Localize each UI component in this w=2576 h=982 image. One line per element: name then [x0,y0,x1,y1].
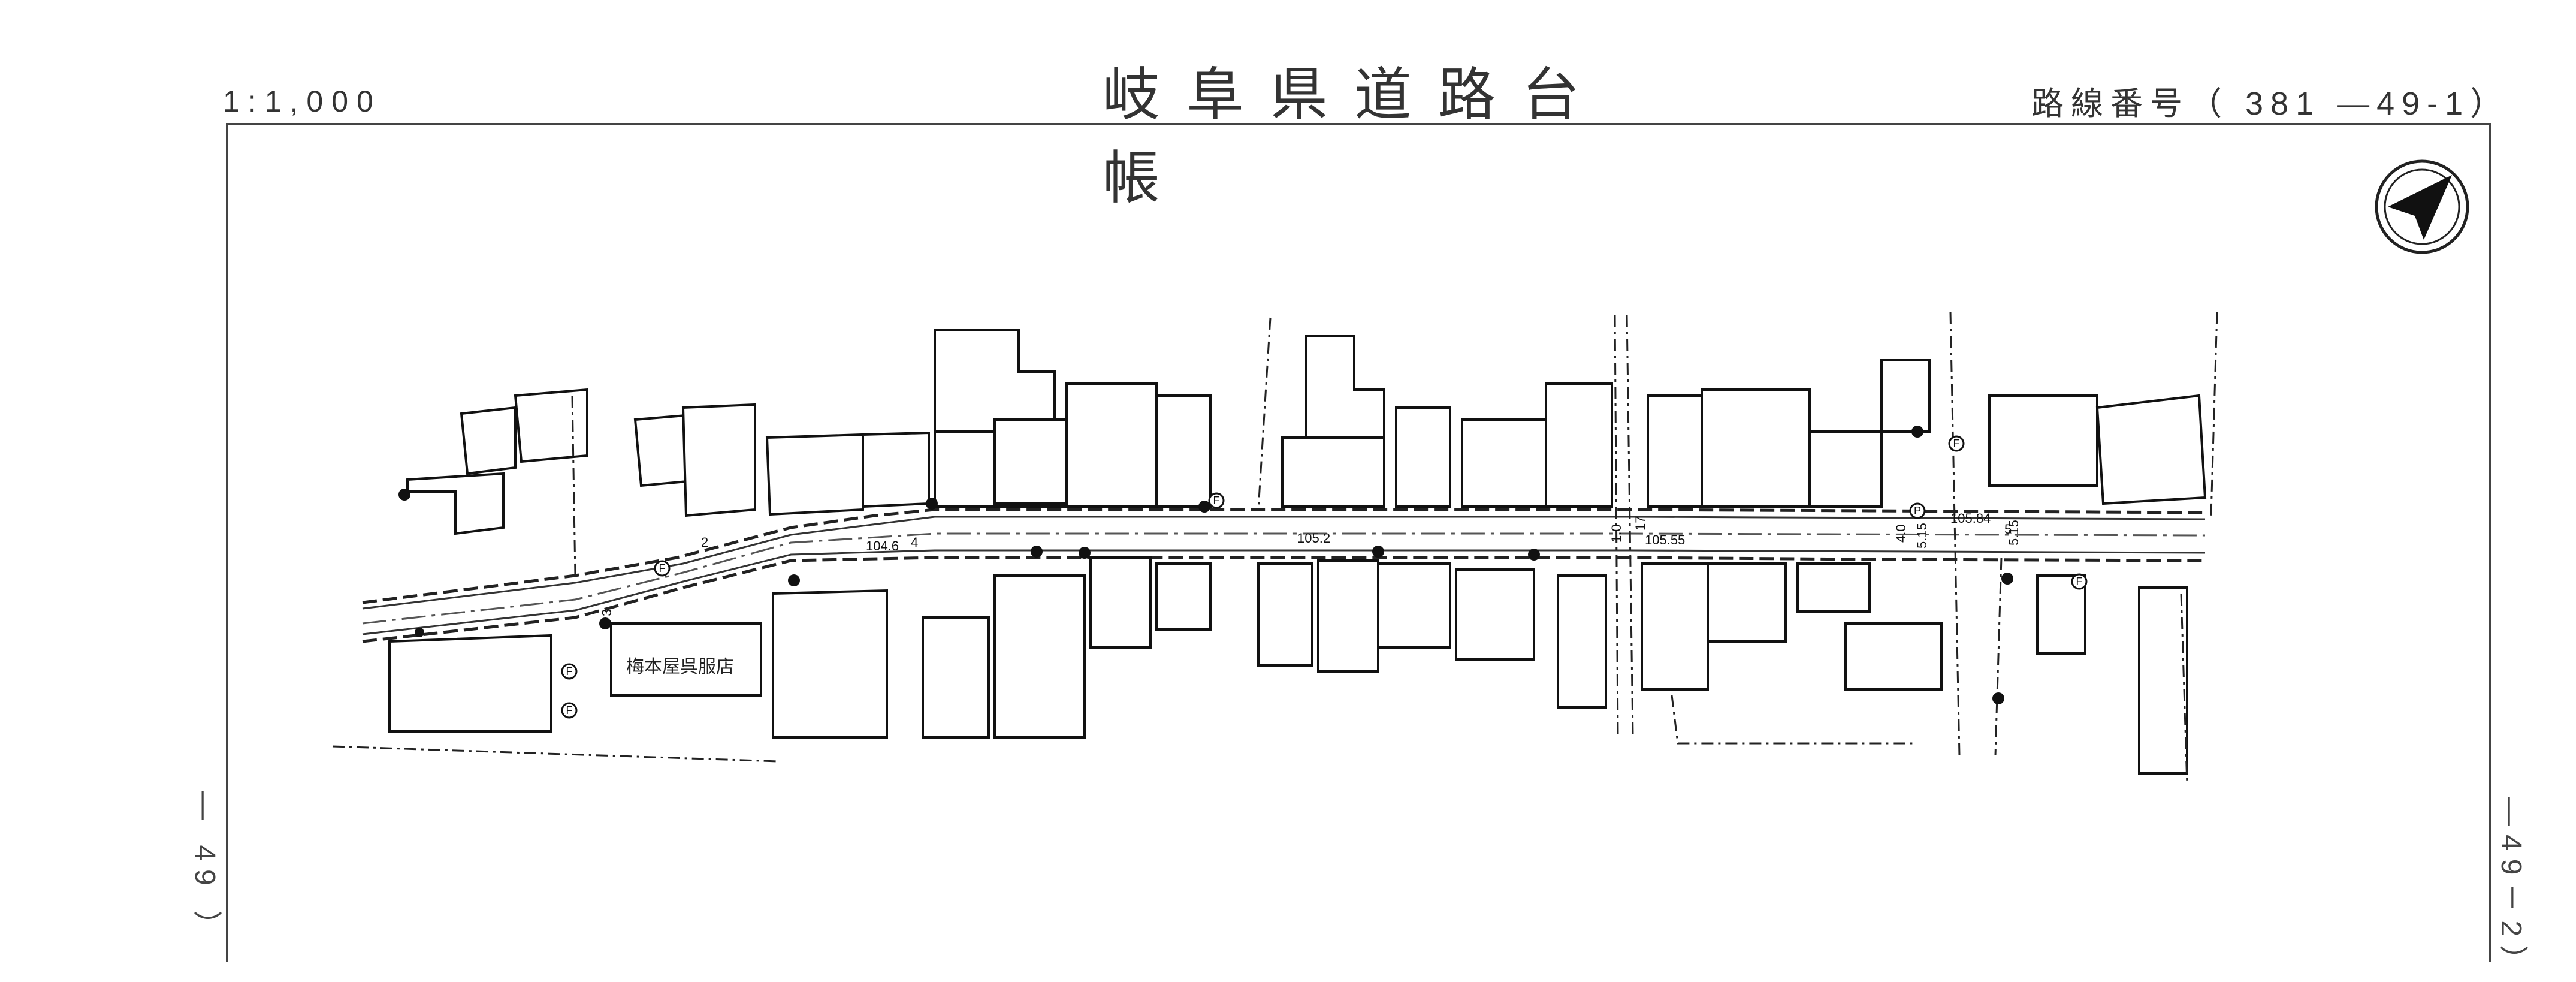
sheet-ref-left: ― 49 ） [189,791,221,948]
buildings-south [388,556,2188,775]
hydrant-letters: F F F F F F P [566,438,2083,716]
svg-text:F: F [659,562,666,574]
elevation-label: 105.2 [1297,531,1330,546]
width-label: 5.15 [1914,523,1929,549]
elevation-label: 104.6 [866,538,899,553]
map-title: 岐阜県道路台帳 [1103,63,1606,210]
width-label: 4.0 [1894,524,1908,543]
buildings-north [406,329,2207,535]
width-label: 17 [1633,516,1648,531]
elevation-label: 105.55 [1645,532,1685,547]
svg-text:F: F [566,665,573,677]
north-arrow-icon [2375,159,2469,254]
road-map: F F F F F F P 104.6 105.2 105.55 105.84 … [332,159,2469,786]
width-label: 2 [701,535,708,550]
svg-text:F: F [1953,438,1960,450]
road-measurements: 104.6 105.2 105.55 105.84 4.0 5.15 1.0 1… [599,511,2021,616]
svg-text:F: F [1213,495,1220,507]
utility-markers [398,426,2013,704]
svg-text:F: F [566,704,573,716]
map-scale: 1:1,000 [223,85,382,118]
svg-text:P: P [1914,505,1921,517]
width-label: 5.15 [2006,520,2021,546]
landmark-label: 梅本屋呉服店 [626,656,734,677]
width-label: 3 [599,609,614,616]
route-number: 路線番号（ 381 ―49-1） [2031,86,2510,122]
width-label: 5 [2004,522,2012,537]
map-frame [226,123,2491,962]
hydrant-markers [561,435,2088,719]
width-label: 1.0 [1609,524,1624,543]
svg-text:F: F [2076,576,2083,588]
width-label: 4 [911,535,918,550]
road-edges [362,508,2206,643]
lot-lines [332,311,2218,786]
elevation-label: 105.84 [1950,511,1991,526]
